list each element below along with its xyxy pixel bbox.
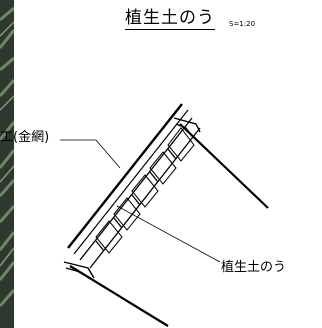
slope-face [67,103,189,255]
vegetation-bag-label: 植生土のう [221,260,287,275]
wire-mesh-frame [79,117,201,269]
drawing-title: 植生土のう [125,8,215,30]
leader-lines [60,139,221,263]
scale-note: S=1:20 [229,20,256,28]
anchor-pins [69,123,269,327]
photo-strip [0,0,14,328]
wire-mesh-label: 工(金網) [0,130,50,145]
vegetation-bags [95,127,195,254]
